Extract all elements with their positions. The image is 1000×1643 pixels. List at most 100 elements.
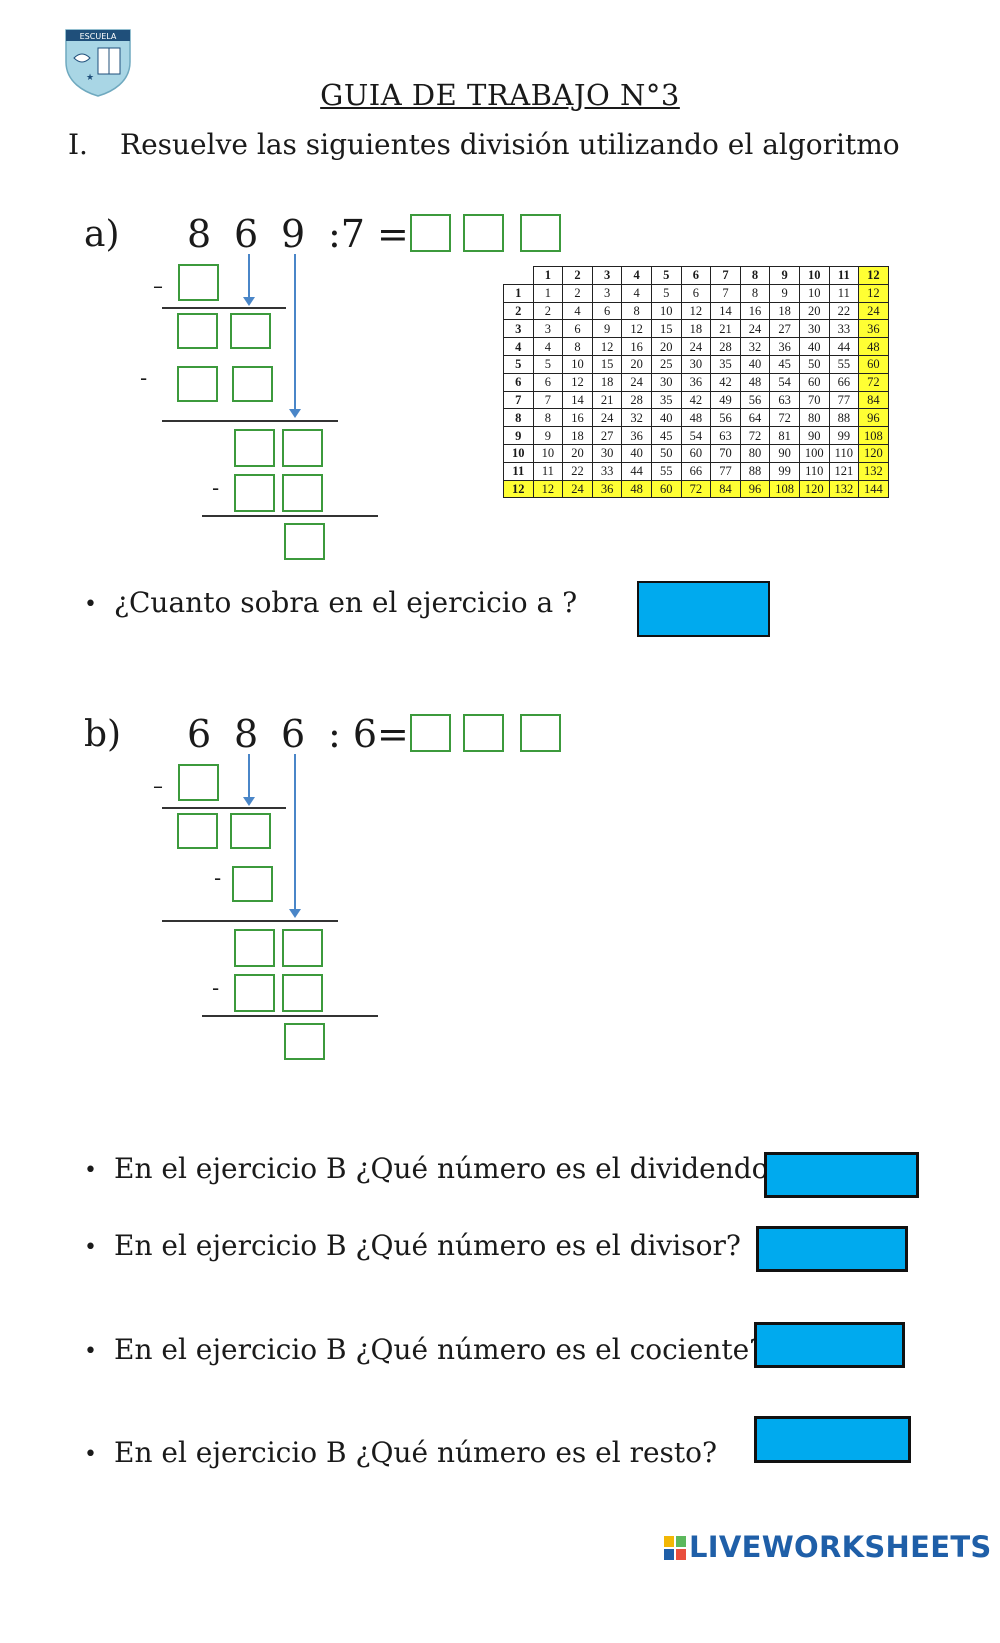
exercise-b-step2-input-1[interactable] bbox=[177, 813, 218, 849]
exercise-b-step4-input-2[interactable] bbox=[282, 929, 323, 967]
exercise-b-step4-input-1[interactable] bbox=[234, 929, 275, 967]
table-header-cell: 7 bbox=[710, 266, 741, 285]
table-cell: 108 bbox=[858, 426, 889, 445]
table-cell: 14 bbox=[562, 390, 593, 410]
exercise-a-step4-input-2[interactable] bbox=[282, 429, 323, 467]
exercise-b-remainder-input[interactable] bbox=[284, 1023, 325, 1060]
exercise-a-quotient-input-3[interactable] bbox=[520, 214, 561, 252]
answer-b-remainder[interactable] bbox=[754, 1416, 911, 1463]
liveworksheets-logo[interactable]: LIVEWORKSHEETS bbox=[664, 1530, 992, 1564]
minus-sign: – bbox=[153, 774, 163, 798]
exercise-b-divisor: : 6= bbox=[328, 712, 409, 756]
table-cell: 72 bbox=[739, 426, 771, 445]
exercise-a-remainder-input[interactable] bbox=[284, 523, 325, 560]
exercise-b-step5-input-2[interactable] bbox=[282, 974, 323, 1012]
exercise-b-step2-input-2[interactable] bbox=[230, 813, 271, 849]
table-cell: 40 bbox=[798, 337, 830, 356]
table-cell: 30 bbox=[650, 372, 682, 392]
table-cell: 24 bbox=[621, 372, 652, 392]
answer-b-quotient[interactable] bbox=[754, 1322, 905, 1368]
table-header-cell: 6 bbox=[680, 266, 712, 285]
table-cell: 8 bbox=[621, 301, 652, 321]
table-header-cell: 12 bbox=[858, 266, 889, 285]
table-cell: 36 bbox=[769, 337, 800, 356]
minus-sign: - bbox=[212, 976, 220, 1000]
table-cell: 66 bbox=[828, 372, 860, 392]
answer-b-divisor[interactable] bbox=[756, 1226, 908, 1272]
table-cell: 11 bbox=[532, 461, 564, 481]
table-cell: 18 bbox=[680, 319, 712, 339]
exercise-a-step2-input-1[interactable] bbox=[177, 313, 218, 349]
table-cell: 54 bbox=[769, 372, 800, 392]
table-cell: 96 bbox=[739, 479, 771, 499]
table-row-header-cell: 10 bbox=[503, 443, 534, 463]
table-cell: 56 bbox=[739, 390, 771, 410]
exercise-b-quotient-input-3[interactable] bbox=[520, 714, 561, 752]
table-cell: 3 bbox=[591, 283, 623, 303]
bullet: • bbox=[84, 1442, 97, 1467]
table-row-header-cell: 6 bbox=[503, 372, 534, 392]
instruction-number: I. bbox=[68, 128, 88, 161]
bullet: • bbox=[84, 1339, 97, 1364]
table-cell: 60 bbox=[650, 479, 682, 499]
exercise-a-step3-input-1[interactable] bbox=[177, 366, 218, 402]
answer-b-dividend[interactable] bbox=[764, 1152, 919, 1198]
table-cell: 30 bbox=[798, 319, 830, 339]
subtraction-line bbox=[162, 807, 286, 809]
minus-sign: – bbox=[153, 274, 163, 298]
table-cell: 12 bbox=[532, 479, 564, 499]
table-cell: 63 bbox=[769, 390, 800, 410]
table-cell: 60 bbox=[858, 354, 889, 374]
answer-a-remainder[interactable] bbox=[637, 581, 770, 637]
table-cell: 18 bbox=[591, 372, 623, 392]
exercise-a-step5-input-1[interactable] bbox=[234, 474, 275, 512]
table-cell: 44 bbox=[621, 461, 652, 481]
table-cell: 28 bbox=[621, 390, 652, 410]
table-cell: 40 bbox=[621, 443, 652, 463]
table-cell: 12 bbox=[562, 372, 593, 392]
table-cell: 64 bbox=[739, 408, 771, 428]
table-cell: 42 bbox=[710, 372, 741, 392]
exercise-b-step3-input[interactable] bbox=[232, 866, 273, 902]
exercise-a-step5-input-2[interactable] bbox=[282, 474, 323, 512]
bring-down-arrow bbox=[243, 254, 255, 306]
table-cell: 20 bbox=[798, 301, 830, 321]
table-cell: 15 bbox=[591, 354, 623, 374]
bring-down-arrow bbox=[243, 754, 255, 806]
table-cell: 5 bbox=[650, 283, 682, 303]
table-cell: 55 bbox=[650, 461, 682, 481]
table-cell: 4 bbox=[621, 283, 652, 303]
exercise-b-quotient-input-1[interactable] bbox=[410, 714, 451, 752]
exercise-b-step5-input-1[interactable] bbox=[234, 974, 275, 1012]
table-cell: 84 bbox=[858, 390, 889, 410]
question-b-divisor-text: En el ejercicio B ¿Qué número es el divi… bbox=[114, 1229, 741, 1262]
table-cell: 1 bbox=[532, 283, 564, 303]
exercise-a-step1-input[interactable] bbox=[178, 264, 219, 301]
table-cell: 10 bbox=[650, 301, 682, 321]
table-cell: 132 bbox=[828, 479, 860, 499]
table-cell: 6 bbox=[562, 319, 593, 339]
minus-sign: - bbox=[214, 866, 222, 890]
table-cell: 110 bbox=[798, 461, 830, 481]
exercise-a-quotient-input-2[interactable] bbox=[463, 214, 504, 252]
exercise-b-step1-input[interactable] bbox=[178, 764, 219, 801]
bullet: • bbox=[84, 1235, 97, 1260]
table-cell: 24 bbox=[739, 319, 771, 339]
table-cell: 33 bbox=[828, 319, 860, 339]
table-cell: 40 bbox=[739, 354, 771, 374]
exercise-b-quotient-input-2[interactable] bbox=[463, 714, 504, 752]
table-cell: 15 bbox=[650, 319, 682, 339]
exercise-a-quotient-input-1[interactable] bbox=[410, 214, 451, 252]
exercise-a-step4-input-1[interactable] bbox=[234, 429, 275, 467]
logo-text: ESCUELA bbox=[80, 32, 117, 41]
exercise-b-digit-2: 8 bbox=[234, 712, 259, 756]
exercise-a-step2-input-2[interactable] bbox=[230, 313, 271, 349]
minus-sign: - bbox=[140, 366, 148, 390]
exercise-a-step3-input-2[interactable] bbox=[232, 366, 273, 402]
instruction-text: Resuelve las siguientes división utiliza… bbox=[120, 128, 900, 161]
